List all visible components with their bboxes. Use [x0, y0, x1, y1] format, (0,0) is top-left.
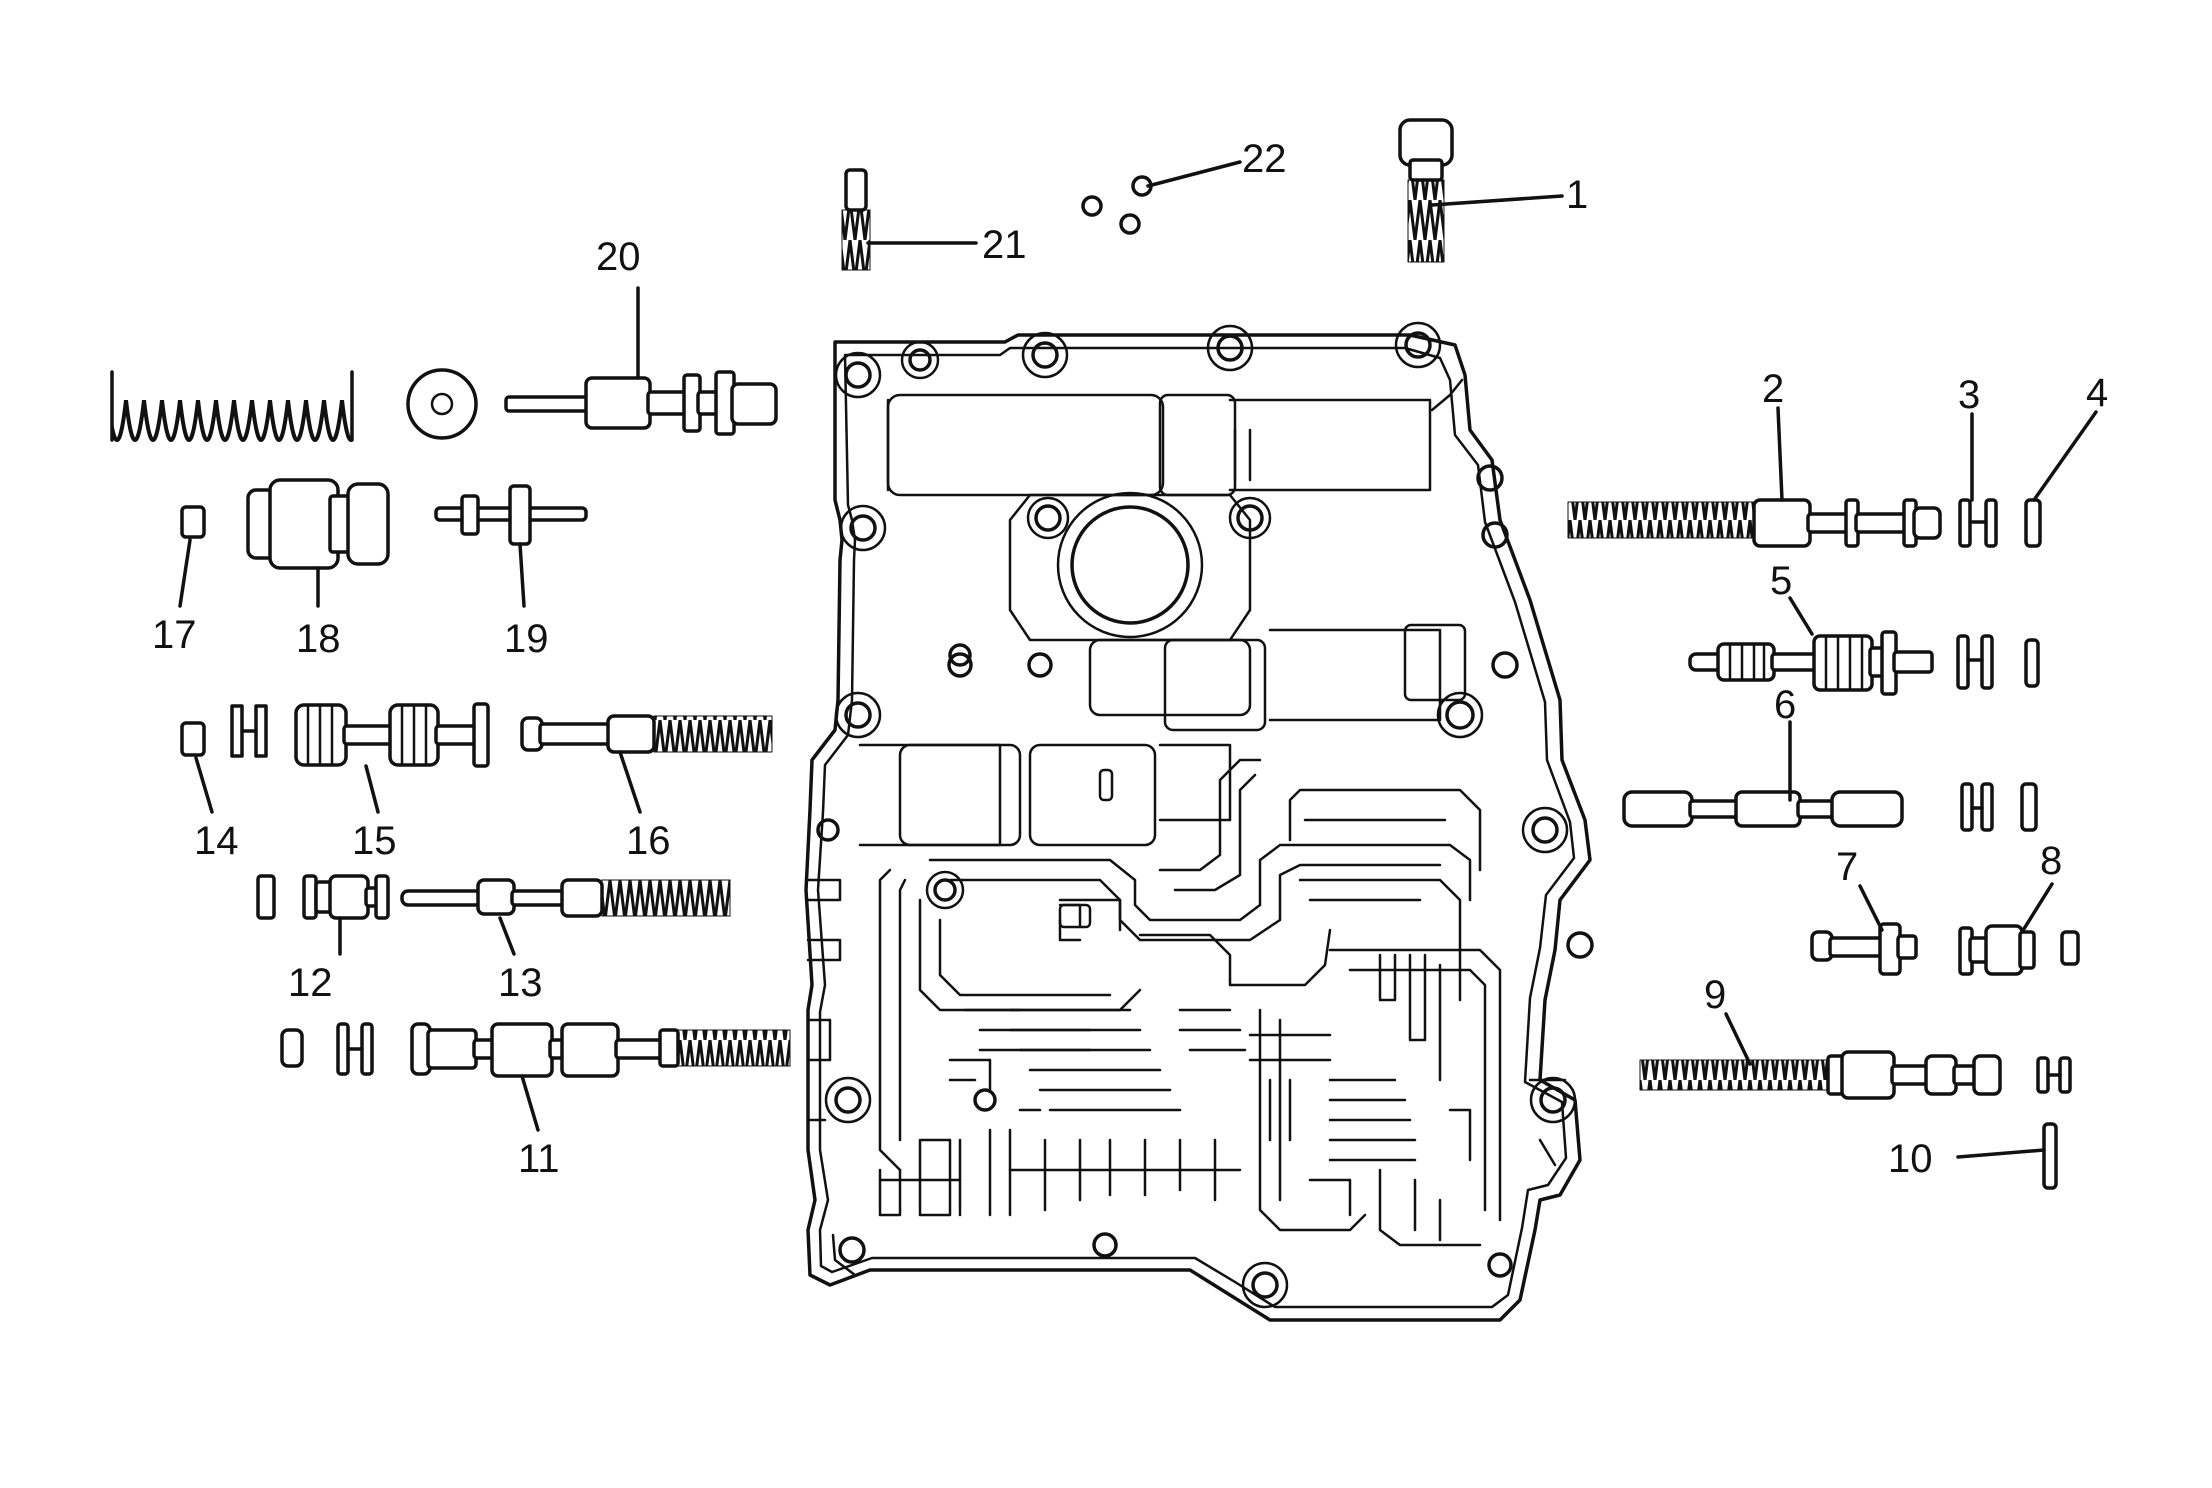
callout-labels: 1 2 3 4 5 6 7 8 9 10 11 12 13 14 15 16 1…	[152, 137, 2108, 1181]
part-9-valve-spring	[1639, 1050, 2072, 1100]
part-2-valve-spring	[1567, 498, 1942, 548]
part-17-plug	[180, 505, 206, 539]
callout-16: 16	[626, 819, 671, 863]
callout-13: 13	[498, 961, 543, 1005]
oil-passages	[878, 758, 1502, 1247]
part-18-sleeve	[246, 478, 390, 570]
callout-1: 1	[1566, 173, 1588, 217]
part-14-plug	[180, 721, 206, 757]
part-12-valve	[256, 874, 390, 920]
part-5-retainer	[1956, 634, 2040, 690]
callout-5: 5	[1770, 559, 1792, 603]
part-4-plug	[2024, 498, 2042, 548]
callout-22: 22	[1242, 137, 1287, 181]
part-1-check-valve	[1398, 118, 1454, 263]
callout-7: 7	[1836, 845, 1858, 889]
part-22-check-balls	[1081, 175, 1153, 235]
callout-10: 10	[1888, 1137, 1933, 1181]
part-10-pin	[2042, 1122, 2058, 1190]
callout-14: 14	[194, 819, 239, 863]
part-21-small-valve	[841, 168, 871, 271]
part-5-valve	[1688, 630, 1934, 696]
casting-hatching	[1008, 1008, 1417, 1162]
part-6-valve	[1622, 782, 2038, 832]
valve-body-casting	[804, 321, 1594, 1322]
part-16-valve-spring	[520, 714, 773, 754]
callout-9: 9	[1704, 973, 1726, 1017]
part-8-valve	[1958, 924, 2080, 976]
part-7-valve	[1810, 922, 1918, 976]
leader-lines	[178, 160, 2098, 1159]
part-19-valve	[434, 484, 588, 546]
callout-2: 2	[1762, 367, 1784, 411]
callout-11: 11	[518, 1137, 560, 1181]
bolt-holes	[816, 321, 1594, 1309]
callout-4: 4	[2086, 371, 2108, 415]
callout-17: 17	[152, 613, 197, 657]
part-11-valve-assembly	[280, 1022, 791, 1078]
callout-3: 3	[1958, 373, 1980, 417]
callout-12: 12	[288, 961, 333, 1005]
callout-6: 6	[1774, 683, 1796, 727]
callout-18: 18	[296, 617, 341, 661]
callout-20: 20	[596, 235, 641, 279]
part-15-valve	[230, 702, 490, 768]
callout-19: 19	[504, 617, 549, 661]
part-3-retainer	[1958, 498, 1998, 548]
part-20-valve-assembly	[110, 368, 778, 443]
callout-21: 21	[982, 223, 1027, 267]
part-13-valve-spring	[400, 878, 731, 918]
callout-8: 8	[2040, 839, 2062, 883]
callout-15: 15	[352, 819, 397, 863]
